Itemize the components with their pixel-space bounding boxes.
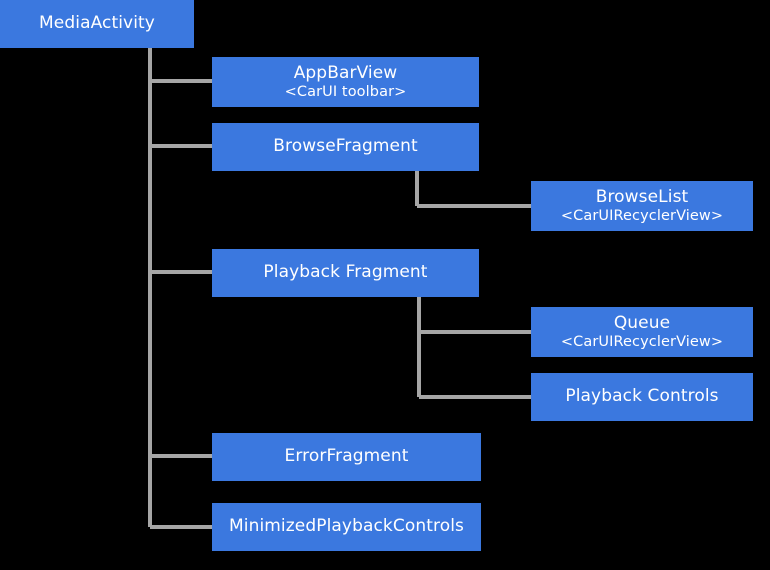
node-subtitle: <CarUIRecyclerView> [560,333,724,350]
node-queue[interactable]: Queue <CarUIRecyclerView> [531,307,753,357]
node-title: Queue [613,312,671,333]
node-title: ErrorFragment [284,446,409,467]
node-title: BrowseList [595,186,689,207]
node-browse-list[interactable]: BrowseList <CarUIRecyclerView> [531,181,753,231]
node-playback-fragment[interactable]: Playback Fragment [212,249,479,297]
node-subtitle: <CarUI toolbar> [284,83,407,100]
node-subtitle: <CarUIRecyclerView> [560,207,724,224]
node-error-fragment[interactable]: ErrorFragment [212,433,481,481]
node-title: Playback Fragment [263,262,428,283]
node-title: Playback Controls [565,386,719,407]
node-title: MinimizedPlaybackControls [228,516,464,537]
node-title: MediaActivity [39,13,155,34]
node-browse-fragment[interactable]: BrowseFragment [212,123,479,171]
node-title: AppBarView [293,62,398,83]
node-title: BrowseFragment [273,136,418,157]
node-media-activity[interactable]: MediaActivity [0,0,194,48]
node-app-bar-view[interactable]: AppBarView <CarUI toolbar> [212,57,479,107]
node-playback-controls[interactable]: Playback Controls [531,373,753,421]
node-minimized-playback-controls[interactable]: MinimizedPlaybackControls [212,503,481,551]
